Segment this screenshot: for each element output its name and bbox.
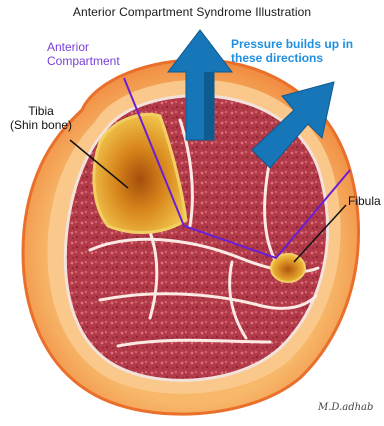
tibia-label-line1: Tibia	[10, 104, 72, 118]
pressure-label: Pressure builds up in these directions	[231, 37, 353, 65]
tibia-label: Tibia (Shin bone)	[10, 104, 72, 132]
diagram-title: Anterior Compartment Syndrome Illustrati…	[0, 5, 384, 19]
artist-signature: M.D.adhab	[318, 402, 373, 413]
anterior-compartment-label: Anterior Compartment	[47, 40, 120, 68]
fibula-label: Fibula	[348, 194, 381, 208]
tibia-label-line2: (Shin bone)	[10, 118, 72, 132]
anterior-compartment-label-line1: Anterior	[47, 40, 120, 54]
pressure-label-line1: Pressure builds up in	[231, 37, 353, 51]
anterior-compartment-label-line2: Compartment	[47, 54, 120, 68]
pressure-label-line2: these directions	[231, 51, 353, 65]
